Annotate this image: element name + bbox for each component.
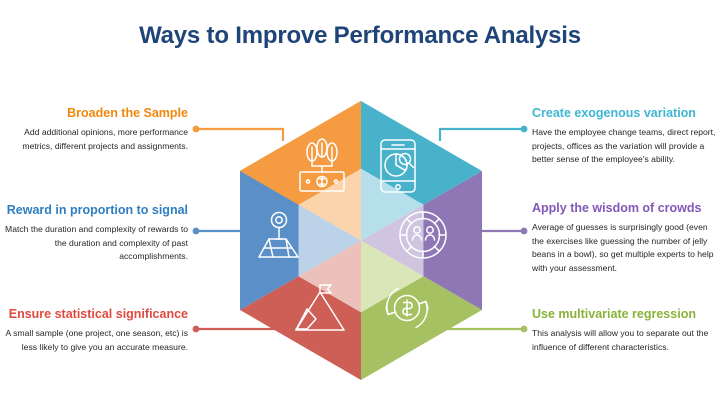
callout-body: Add additional opinions, more performanc… <box>22 126 188 151</box>
callout-body: This analysis will allow you to separate… <box>532 327 709 352</box>
money-plant-growth-icon <box>299 138 345 192</box>
hex-outer-ring <box>240 101 482 380</box>
hex-inner-create <box>361 168 424 241</box>
hex-inner-ensure <box>298 240 361 313</box>
global-crowd-network-icon <box>399 211 447 259</box>
hex-segment-create-shape[interactable] <box>361 101 482 205</box>
hex-inner-ring <box>298 168 424 313</box>
callout-body: Match the duration and complexity of rew… <box>5 223 188 262</box>
hex-segment-broaden-shape[interactable] <box>240 101 361 205</box>
dollar-refresh-cycle-icon <box>385 287 429 329</box>
callout-reward-in-proportion-to-signal: Reward in proportion to signal Match the… <box>0 203 200 264</box>
hex-segment-ensure-shape[interactable] <box>240 276 361 380</box>
callout-body: Average of guesses is surprisingly good … <box>532 221 714 274</box>
callout-heading: Reward in proportion to signal <box>6 203 188 217</box>
hex-segment-use-shape[interactable] <box>361 276 482 380</box>
hex-inner-apply <box>361 204 424 277</box>
callout-body: Have the employee change teams, direct r… <box>532 126 716 165</box>
hex-inner-reward <box>298 204 361 277</box>
callout-create-exogenous-variation: Create exogenous variation Have the empl… <box>520 106 720 167</box>
hex-inner-broaden <box>298 168 361 241</box>
callout-apply-the-wisdom-of-crowds: Apply the wisdom of crowds Average of gu… <box>520 201 720 276</box>
page-title: Ways to Improve Performance Analysis <box>139 22 581 49</box>
hex-segment-apply-shape[interactable] <box>423 171 483 310</box>
callout-body: A small sample (one project, one season,… <box>5 327 188 352</box>
hexagon-diagram <box>236 98 486 383</box>
callout-heading: Use multivariate regression <box>532 307 696 321</box>
smartphone-pie-chart-icon <box>380 139 416 193</box>
callout-ensure-statistical-significance: Ensure statistical significance A small … <box>0 307 200 354</box>
mountain-flag-summit-icon <box>295 284 345 331</box>
callout-broaden-the-sample: Broaden the Sample Add additional opinio… <box>0 106 200 153</box>
callout-heading: Broaden the Sample <box>67 106 188 120</box>
callout-heading: Apply the wisdom of crowds <box>532 201 702 215</box>
map-location-pin-icon <box>258 211 299 258</box>
callout-heading: Ensure statistical significance <box>8 307 188 321</box>
callout-heading: Create exogenous variation <box>532 106 696 120</box>
hex-inner-use <box>361 240 424 313</box>
callout-use-multivariate-regression: Use multivariate regression This analysi… <box>520 307 720 354</box>
